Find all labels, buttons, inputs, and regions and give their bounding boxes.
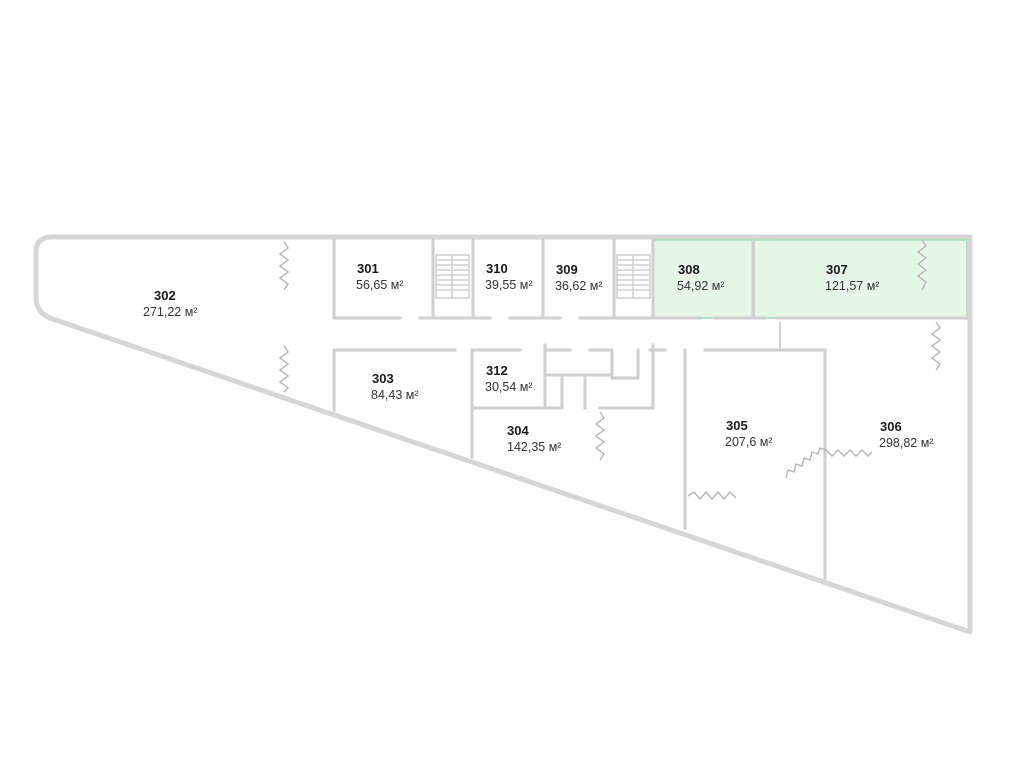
room-302-number: 302 bbox=[154, 288, 176, 303]
room-307-area-label: 121,57 м² bbox=[825, 279, 879, 293]
room-310-number: 310 bbox=[486, 261, 508, 276]
room-306-area-label: 298,82 м² bbox=[879, 436, 933, 450]
room-309-area-label: 36,62 м² bbox=[555, 279, 603, 293]
room-308-number: 308 bbox=[678, 262, 700, 277]
room-306-area[interactable] bbox=[827, 322, 967, 629]
wall-break-marks bbox=[278, 239, 942, 501]
stair-2-icon bbox=[616, 254, 651, 299]
room-301-number: 301 bbox=[357, 261, 379, 276]
zigzag-icon bbox=[278, 241, 290, 291]
room-306-number: 306 bbox=[880, 419, 902, 434]
room-303-area-label: 84,43 м² bbox=[371, 388, 419, 402]
zigzag-icon bbox=[594, 411, 606, 461]
stair-1-icon bbox=[435, 254, 470, 299]
room-307-area[interactable] bbox=[753, 239, 968, 319]
room-312-area[interactable] bbox=[473, 350, 543, 408]
room-302-area-label: 271,22 м² bbox=[143, 305, 197, 319]
zigzag-icon bbox=[930, 321, 942, 371]
zigzag-icon bbox=[785, 447, 873, 479]
room-309-number: 309 bbox=[556, 262, 578, 277]
room-301-area-label: 56,65 м² bbox=[356, 278, 404, 292]
room-302-area[interactable] bbox=[40, 240, 333, 410]
zigzag-icon bbox=[278, 345, 290, 393]
room-308-area-label: 54,92 м² bbox=[677, 279, 725, 293]
zigzag-icon bbox=[687, 490, 737, 501]
room-304-area-label: 142,35 м² bbox=[507, 440, 561, 454]
room-303-number: 303 bbox=[372, 371, 394, 386]
zigzag-icon bbox=[916, 239, 928, 291]
room-312-area-label: 30,54 м² bbox=[485, 380, 533, 394]
room-307-number: 307 bbox=[826, 262, 848, 277]
room-305-number: 305 bbox=[726, 418, 748, 433]
room-labels: 302 271,22 м² 301 56,65 м² 310 39,55 м² … bbox=[143, 261, 933, 454]
building-outline bbox=[33, 234, 973, 635]
interior-walls bbox=[332, 238, 969, 580]
room-areas bbox=[40, 239, 968, 629]
room-305-area-label: 207,6 м² bbox=[725, 435, 773, 449]
room-304-number: 304 bbox=[507, 423, 529, 438]
room-310-area-label: 39,55 м² bbox=[485, 278, 533, 292]
room-312-number: 312 bbox=[486, 363, 508, 378]
